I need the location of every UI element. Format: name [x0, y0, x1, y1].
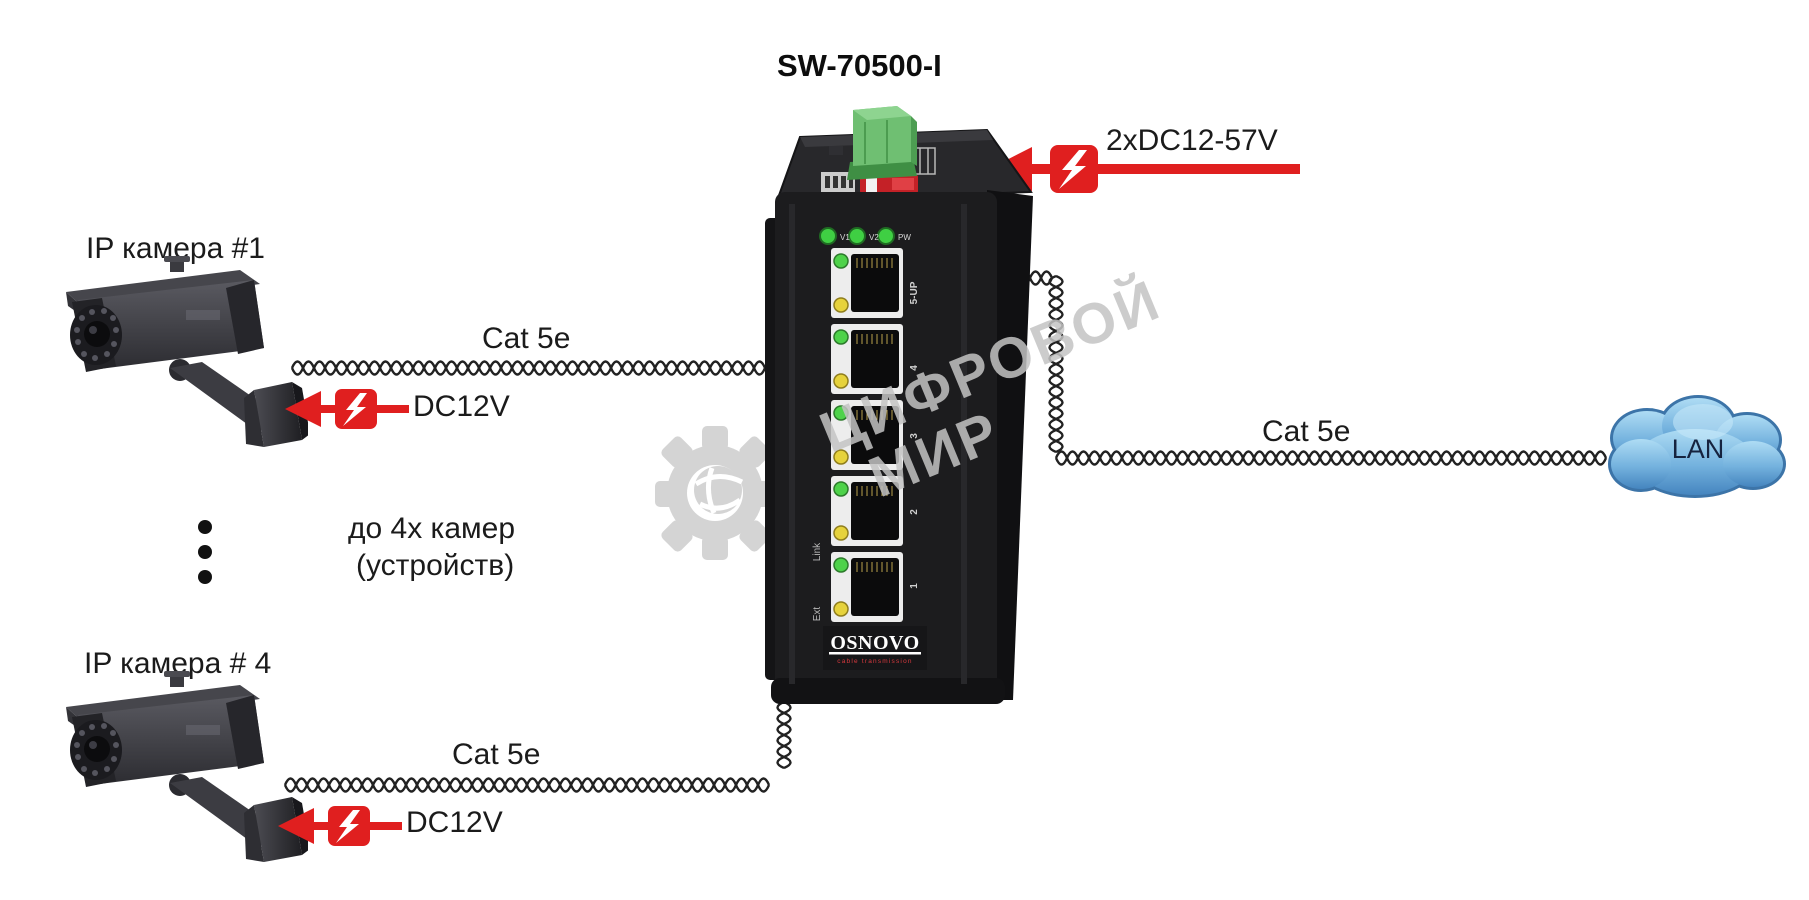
arrowhead: [278, 808, 314, 844]
side-label-link: Link: [812, 542, 823, 561]
led-label-v2: V2: [869, 233, 879, 242]
brand-subtitle: cable transmission: [837, 658, 912, 665]
side-labels: Link Ext: [812, 542, 823, 621]
camera1-image: [58, 248, 308, 448]
port-labels: 5-UP 4 3 2 1: [909, 281, 920, 588]
camera4-power-label: DC12V: [406, 806, 503, 839]
camera4-cable-label: Cat 5e: [452, 738, 541, 771]
cat5e-cable-camera1: [290, 360, 778, 376]
expansion-note-line1: до 4х камер: [348, 512, 516, 545]
led-label-v1: V1: [840, 233, 850, 242]
port-label-4: 4: [909, 365, 920, 371]
rj45-ports: [831, 248, 903, 622]
lan-label: LAN: [1672, 434, 1725, 464]
port-label-3: 3: [909, 433, 920, 439]
cat5e-cable-uplink-b: [1048, 274, 1064, 454]
rj45-port-5up: [831, 248, 903, 318]
camera1-power-arrow: [285, 389, 409, 429]
switch-device: V1 V2 PW: [765, 106, 1033, 704]
port-label-2: 2: [909, 509, 920, 515]
globe-glyph: [694, 466, 744, 514]
rj45-port-2: [831, 476, 903, 546]
rj45-port-3: [831, 400, 903, 470]
rj45-port-1: [831, 552, 903, 622]
cat5e-cable-camera4-riser: [776, 700, 792, 770]
rj45-port-4: [831, 324, 903, 394]
status-led-row: V1 V2 PW: [819, 227, 911, 245]
expansion-note-line2: (устройств): [356, 549, 515, 582]
camera4-image: [58, 663, 308, 863]
lan-cable-label: Cat 5e: [1262, 415, 1351, 448]
lightning-icon: [343, 393, 367, 426]
more-cameras-dots: [198, 520, 212, 584]
camera4-power-arrow: [278, 806, 402, 846]
side-label-ext: Ext: [812, 607, 823, 622]
cat5e-cable-camera4: [283, 777, 771, 793]
power-terminal-block: [847, 106, 917, 180]
power-input-label: 2xDC12-57V: [1106, 124, 1278, 157]
arrowhead: [285, 391, 321, 427]
brand-name: OSNOVO: [830, 632, 919, 654]
brand-logo: OSNOVO cable transmission: [823, 626, 927, 670]
led-label-pw: PW: [898, 233, 911, 242]
cat5e-cable-uplink-c: [1054, 450, 1608, 466]
lan-cloud: LAN: [1608, 395, 1786, 498]
switch-right-side: [987, 190, 1033, 700]
cloud-body: [1611, 398, 1783, 495]
camera1-power-label: DC12V: [413, 390, 510, 423]
port-label-5up: 5-UP: [909, 281, 920, 304]
device-title: SW-70500-I: [777, 48, 942, 83]
lightning-icon: [336, 810, 360, 843]
camera1-cable-label: Cat 5e: [482, 322, 571, 355]
port-label-1: 1: [909, 583, 920, 589]
lightning-icon: [1059, 150, 1087, 189]
